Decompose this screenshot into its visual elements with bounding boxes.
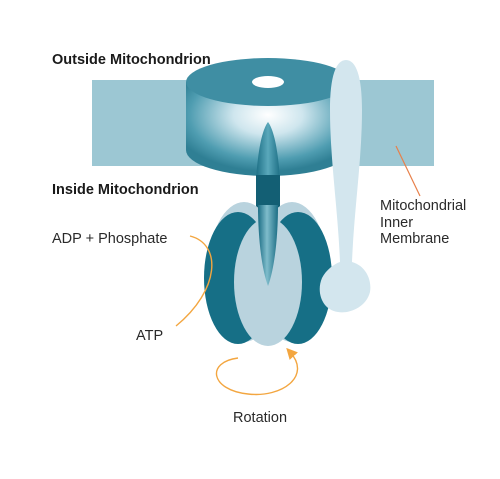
central-stalk-upper <box>256 122 280 180</box>
label-inside-mitochondrion: Inside Mitochondrion <box>52 182 199 198</box>
label-mitochondrial-inner-membrane: Mitochondrial Inner Membrane <box>380 198 466 248</box>
rotation-arrow <box>216 347 299 396</box>
label-membrane-line2: Inner <box>380 214 414 231</box>
adp-pathway-curve <box>175 235 213 327</box>
label-rotation: Rotation <box>233 410 288 426</box>
label-atp: ATP <box>136 328 164 344</box>
label-membrane-line3: Membrane <box>380 231 450 248</box>
label-outside-mitochondrion: Outside Mitochondrion <box>52 52 211 68</box>
label-membrane-line1: Mitochondrial <box>380 198 467 214</box>
peripheral-stator <box>319 60 371 313</box>
central-shaft <box>258 205 278 286</box>
rotor-hole <box>252 76 284 88</box>
membrane-pointer-line <box>395 145 421 197</box>
label-adp-phosphate: ADP + Phosphate <box>52 231 168 247</box>
